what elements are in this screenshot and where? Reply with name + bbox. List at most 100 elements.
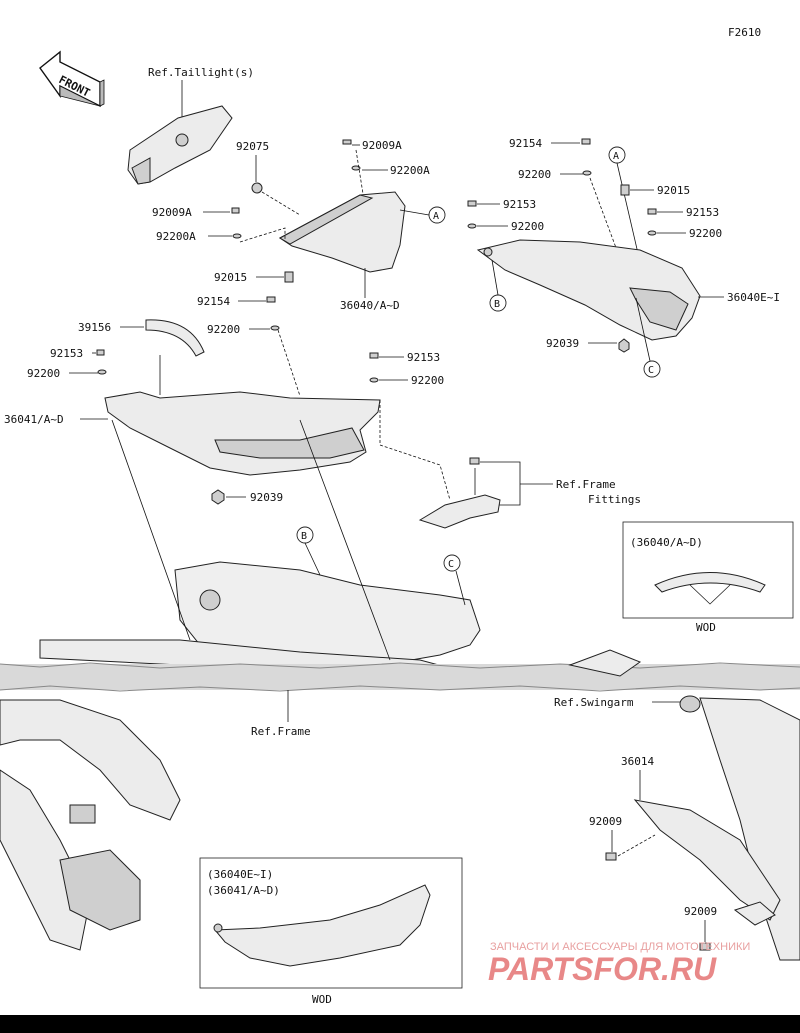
label-36040ad: 36040/A~D bbox=[340, 299, 400, 312]
chain-guard-36014 bbox=[633, 799, 781, 921]
screw-92009a-left bbox=[231, 207, 240, 214]
ref-swingarm-label: Ref.Swingarm bbox=[554, 696, 634, 709]
inset-bottom-title-2: (36041/A~D) bbox=[207, 884, 280, 897]
cover-36040 bbox=[278, 191, 406, 273]
frame-part bbox=[39, 561, 481, 677]
label-92153-center: 92153 bbox=[407, 351, 440, 364]
label-92075: 92075 bbox=[236, 140, 269, 153]
cover-36040ei bbox=[476, 239, 701, 341]
label-92009a-left: 92009A bbox=[152, 206, 192, 219]
label-39156: 39156 bbox=[78, 321, 111, 334]
leader-line bbox=[399, 209, 430, 216]
label-92200-right-top: 92200 bbox=[518, 168, 551, 181]
label-92015-right: 92015 bbox=[657, 184, 690, 197]
label-92039-mid: 92039 bbox=[250, 491, 283, 504]
torn-edge-bottom bbox=[0, 685, 800, 692]
callout-c-circle bbox=[643, 360, 661, 378]
label-92039-right: 92039 bbox=[546, 337, 579, 350]
screw-92153-center bbox=[369, 352, 379, 359]
label-92200-right: 92200 bbox=[689, 227, 722, 240]
bolt-92009-b bbox=[699, 942, 711, 951]
bottom-bar bbox=[0, 1015, 800, 1033]
leader-line bbox=[491, 259, 499, 296]
washer-92200-far-left bbox=[97, 369, 107, 375]
callout-b: B bbox=[494, 299, 500, 310]
leader-line bbox=[635, 297, 651, 362]
frame-fitting-bracket bbox=[418, 494, 501, 529]
callout-a: A bbox=[433, 211, 439, 222]
leader-line bbox=[616, 162, 641, 263]
collar-92015-right bbox=[620, 184, 630, 196]
washer-92200a bbox=[351, 165, 361, 171]
strip-39156 bbox=[145, 319, 205, 357]
callout-a2: A bbox=[613, 151, 619, 162]
bolt-frame-fittings bbox=[469, 457, 480, 465]
washer-92200a-left bbox=[232, 233, 242, 239]
screw-92153-right bbox=[647, 208, 657, 215]
inset-bottom: (36040E~I) (36041/A~D) WOD bbox=[199, 857, 463, 1006]
label-92200-far-left: 92200 bbox=[27, 367, 60, 380]
ref-frame-fittings-2: Fittings bbox=[588, 493, 641, 506]
figure-code: F2610 bbox=[728, 26, 761, 39]
label-92154-left: 92154 bbox=[197, 295, 230, 308]
leader-line bbox=[277, 329, 301, 397]
washer-92200-right bbox=[647, 230, 657, 236]
washer-92200-right-top bbox=[582, 170, 592, 176]
cover-36041 bbox=[104, 391, 381, 476]
label-92200-left: 92200 bbox=[207, 323, 240, 336]
rear-frame-part bbox=[0, 699, 181, 951]
washer-92200 bbox=[270, 325, 280, 331]
leader-line bbox=[617, 834, 656, 857]
label-92015-mid: 92015 bbox=[214, 271, 247, 284]
leader-line bbox=[299, 419, 391, 661]
ref-taillight-label: Ref.Taillight(s) bbox=[148, 66, 254, 79]
callout-c2: C bbox=[448, 559, 454, 570]
screw-92154 bbox=[266, 296, 276, 303]
leader-line bbox=[239, 227, 286, 243]
torn-band bbox=[0, 664, 800, 690]
callout-c2-circle bbox=[443, 554, 461, 572]
inset-bottom-caption: WOD bbox=[312, 993, 332, 1006]
inset-bottom-title-1: (36040E~I) bbox=[207, 868, 273, 881]
label-36040ei: 36040E~I bbox=[727, 291, 780, 304]
label-92200a-left: 92200A bbox=[156, 230, 196, 243]
screw-92009a bbox=[342, 139, 352, 145]
inset-top-caption: WOD bbox=[696, 621, 716, 634]
torn-edge-top bbox=[0, 662, 800, 669]
screw-92153-right-left bbox=[467, 200, 477, 207]
callout-b2: B bbox=[301, 531, 307, 542]
label-92153-right: 92153 bbox=[686, 206, 719, 219]
label-92200-center: 92200 bbox=[411, 374, 444, 387]
leader-line bbox=[304, 542, 321, 576]
leader-line bbox=[355, 149, 365, 201]
watermark-line-2: PARTSFOR.RU bbox=[488, 951, 717, 987]
label-36014: 36014 bbox=[621, 755, 654, 768]
ref-frame-fittings-1: Ref.Frame bbox=[556, 478, 616, 491]
label-92154-right: 92154 bbox=[509, 137, 542, 150]
label-92153-right-left: 92153 bbox=[503, 198, 536, 211]
front-arrow-icon: FRONT bbox=[39, 50, 105, 108]
bracket-swingarm bbox=[733, 901, 776, 926]
inset-top-title: (36040/A~D) bbox=[630, 536, 703, 549]
watermark-line-1: ЗАПЧАСТИ И АКСЕССУАРЫ ДЛЯ МОТОТЕХНИКИ bbox=[490, 941, 750, 953]
label-92200a-top: 92200A bbox=[390, 164, 430, 177]
label-92009-a: 92009 bbox=[589, 815, 622, 828]
taillight-part bbox=[127, 105, 233, 185]
inset-top: (36040/A~D) WOD bbox=[622, 521, 794, 634]
ref-frame-label: Ref.Frame bbox=[251, 725, 311, 738]
label-92153-left: 92153 bbox=[50, 347, 83, 360]
label-92200-right-left: 92200 bbox=[511, 220, 544, 233]
leader-line bbox=[480, 461, 521, 506]
bolt-92009-a bbox=[605, 852, 617, 861]
label-92009a-top: 92009A bbox=[362, 139, 402, 152]
label-36041ad: 36041/A~D bbox=[4, 413, 64, 426]
nut-92039 bbox=[211, 489, 225, 505]
screw-92154-right bbox=[581, 138, 591, 145]
leader-line bbox=[379, 400, 451, 501]
nut-92039-right bbox=[618, 338, 630, 353]
leader-line bbox=[111, 419, 191, 641]
leader-line bbox=[455, 570, 466, 606]
screw-92153-left bbox=[96, 349, 105, 356]
washer-92200-right-left bbox=[467, 223, 477, 229]
